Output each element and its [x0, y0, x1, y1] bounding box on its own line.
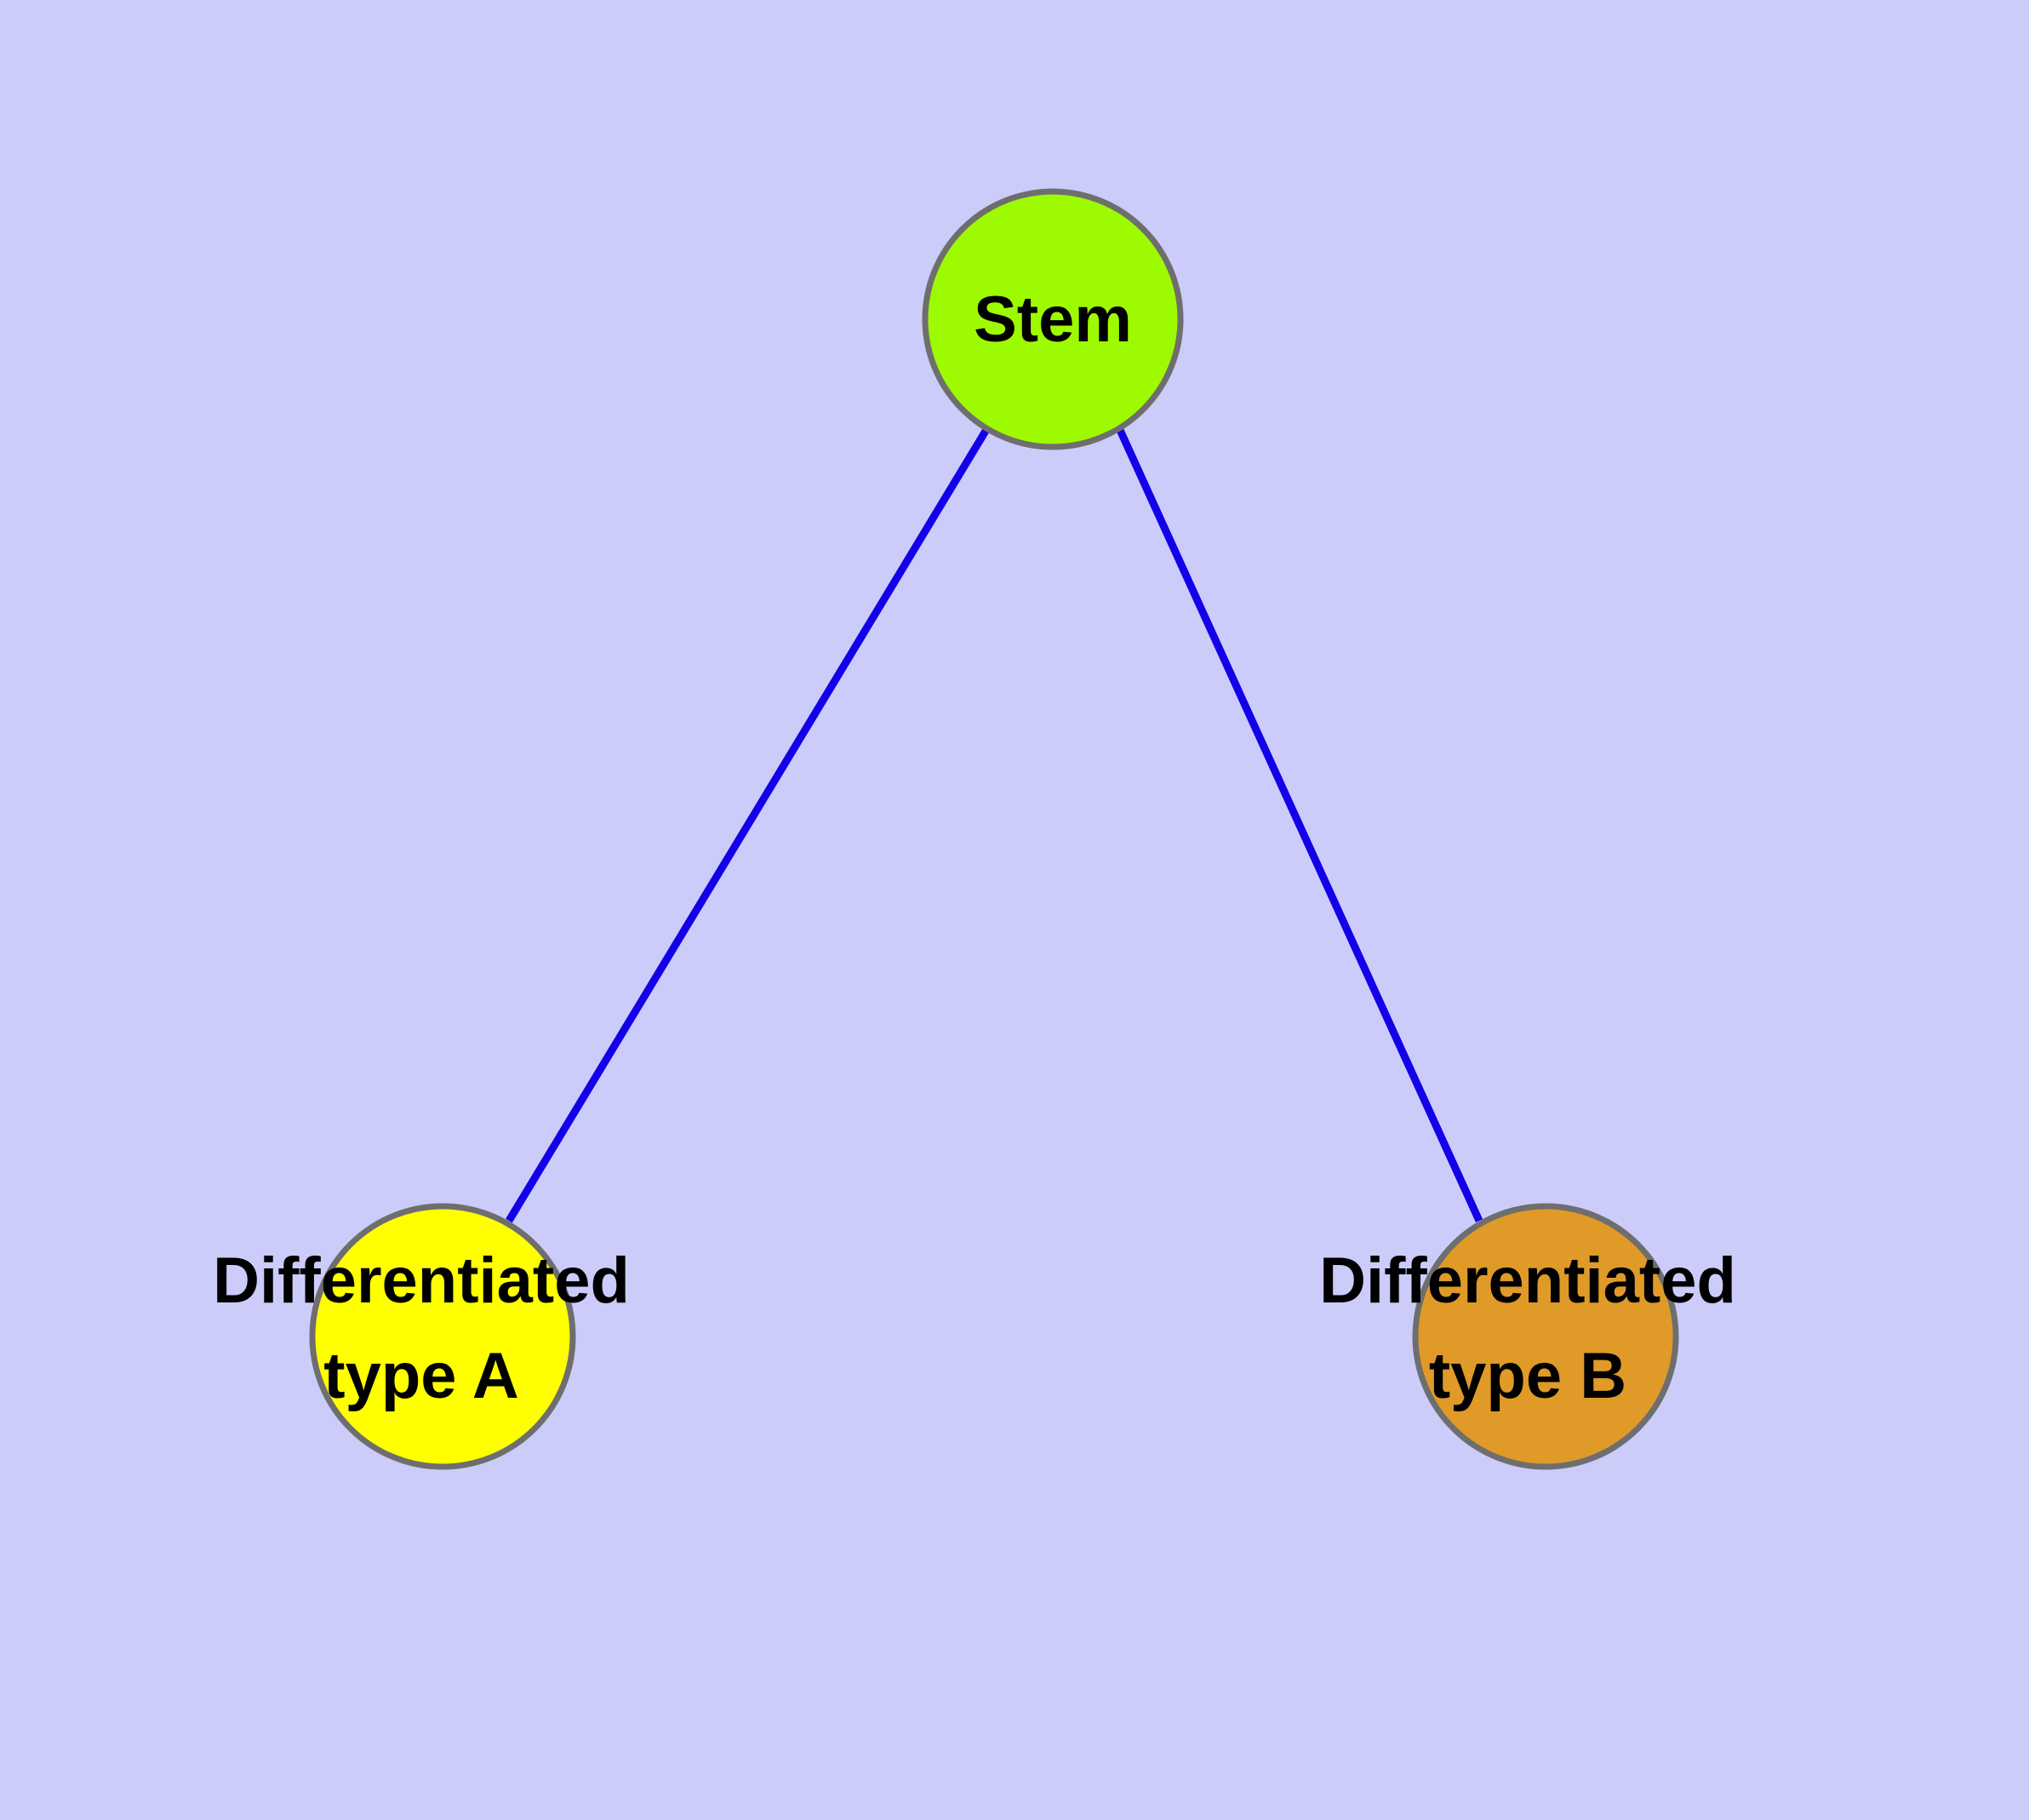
node-differentiated-type-b-circle[interactable] [1412, 1203, 1679, 1470]
edge-stem-to-differentiated-type-a[interactable] [506, 426, 991, 1223]
node-stem[interactable] [922, 188, 1184, 450]
node-differentiated-type-a-label-line1: Differentiated [213, 1245, 630, 1317]
node-differentiated-type-b-label-line2: type B [1429, 1340, 1626, 1412]
edge-stem-to-differentiated-type-b[interactable] [1115, 426, 1483, 1222]
edge-layer [506, 426, 1483, 1223]
node-stem-circle[interactable] [922, 188, 1184, 450]
node-stem-label: Stem [974, 283, 1132, 356]
label-layer: Stem Differentiated type A Differentiate… [213, 283, 1736, 1412]
node-differentiated-type-a[interactable] [309, 1203, 576, 1470]
node-differentiated-type-a-label-line2: type A [323, 1340, 518, 1412]
node-differentiated-type-b[interactable] [1412, 1203, 1679, 1470]
node-differentiated-type-a-circle[interactable] [309, 1203, 576, 1470]
node-differentiated-type-b-label-line1: Differentiated [1319, 1245, 1736, 1317]
node-layer [309, 188, 1679, 1470]
